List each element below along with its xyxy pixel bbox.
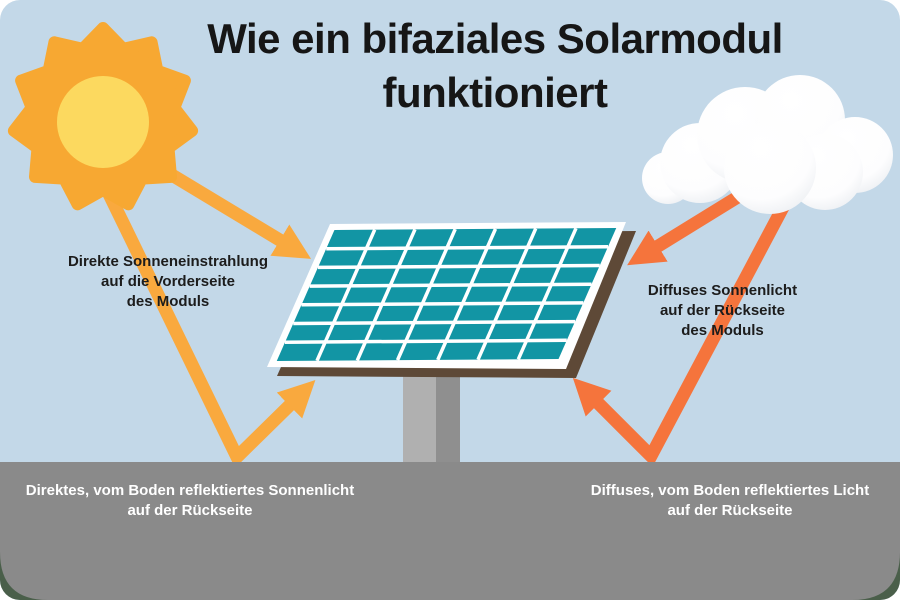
page-title: Wie ein bifaziales Solarmodul funktionie… <box>207 15 783 116</box>
label-diffuse-sunlight-back: Diffuses Sonnenlicht auf der Rückseite d… <box>647 282 798 339</box>
label-reflected-direct-light: Direktes, vom Boden reflektiertes Sonnen… <box>25 482 355 519</box>
arrow-sun-ground-bounce <box>102 189 316 468</box>
label-reflected-diffuse-light: Diffuses, vom Boden reflektiertes Licht … <box>590 482 870 519</box>
label-direct-sunlight-front: Direkte Sonneneinstrahlung auf die Vorde… <box>67 253 269 310</box>
diffuse-light-arrows <box>572 189 795 467</box>
ground-strip <box>0 462 900 600</box>
panel-pole-icon <box>403 372 460 464</box>
arrow-cloud-ground-bounce <box>572 192 795 467</box>
cloud-icon <box>642 75 893 214</box>
sun-icon <box>7 22 199 211</box>
arrow-cloud-to-back <box>627 189 745 266</box>
solar-panel-icon <box>267 222 636 378</box>
